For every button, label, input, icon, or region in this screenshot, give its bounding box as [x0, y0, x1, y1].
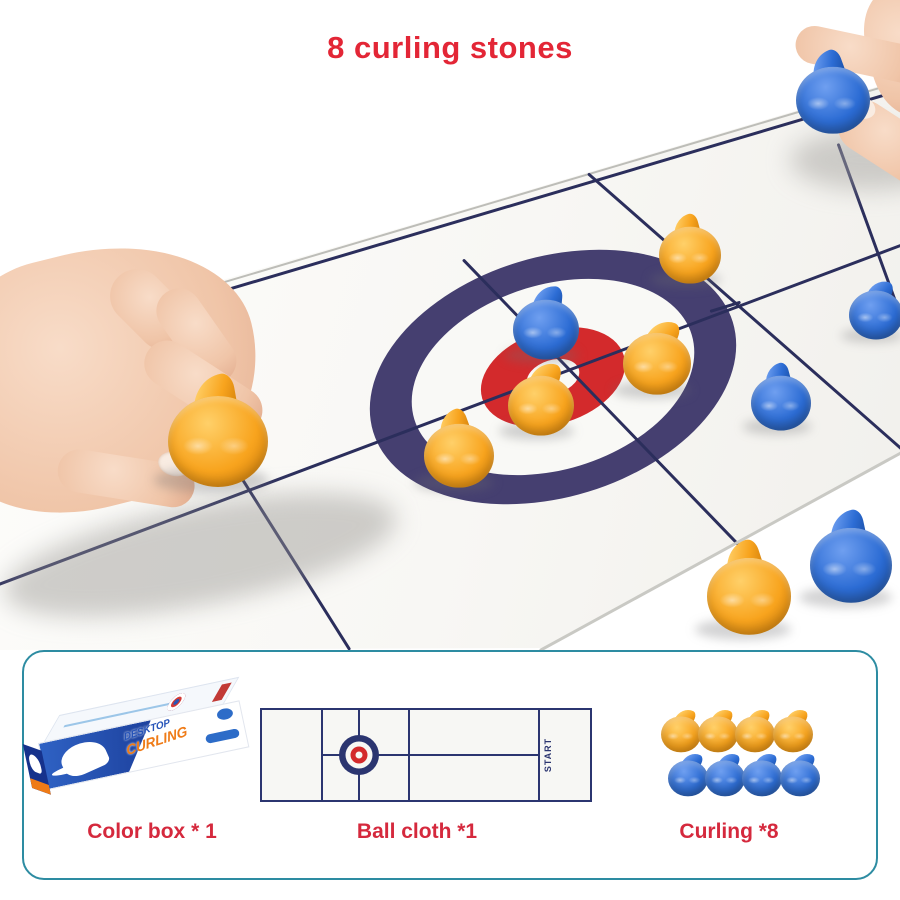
- stone-body: [707, 558, 791, 635]
- stone-body: [796, 66, 870, 134]
- box-target-logo-icon: [163, 691, 189, 713]
- page-title: 8 curling stones: [327, 30, 573, 65]
- blue-curling-stone: [503, 284, 579, 364]
- kit-panel: DESKTOP CURLING S: [22, 650, 878, 880]
- orange-curling-stone: [698, 705, 738, 753]
- stone-body: [168, 395, 268, 487]
- blue-curling-stone: [705, 749, 745, 797]
- blue-curling-stone: [798, 508, 892, 608]
- end-cap-orange-strip: [30, 778, 51, 795]
- orange-curling-stone: [498, 359, 574, 440]
- ball-cloth-image: START: [260, 708, 592, 802]
- cloth-center-line: [321, 754, 540, 756]
- stone-body: [661, 715, 701, 753]
- blue-curling-stone: [742, 749, 782, 797]
- stone-body: [508, 375, 574, 436]
- stone-body: [659, 227, 721, 284]
- cloth-start-text: START: [543, 737, 553, 773]
- ball-cloth-label: Ball cloth *1: [356, 820, 478, 843]
- orange-curling-stone: [661, 705, 701, 753]
- color-box-label: Color box * 1: [87, 820, 217, 843]
- stone-body: [705, 759, 745, 797]
- blue-curling-stone: [841, 276, 900, 343]
- orange-curling-stone: [154, 372, 268, 493]
- blue-curling-stone: [742, 361, 811, 435]
- orange-curling-stone: [695, 537, 791, 640]
- box-blue-oval-badge: [215, 707, 234, 722]
- curling-stones-label: Curling *8: [679, 820, 779, 843]
- cloth-target-center: [355, 751, 363, 759]
- blue-curling-stone: [780, 749, 820, 797]
- stone-body: [780, 759, 820, 797]
- blue-curling-stone: [668, 749, 708, 797]
- stone-body: [751, 375, 811, 431]
- orange-curling-stone: [414, 406, 494, 492]
- blue-curling-stone: [796, 47, 870, 134]
- color-box-image: DESKTOP CURLING: [22, 675, 256, 808]
- stone-body: [668, 759, 708, 797]
- stone-body: [623, 332, 691, 395]
- orange-curling-stone: [735, 705, 775, 753]
- orange-curling-stone: [650, 211, 721, 288]
- stone-body: [849, 290, 900, 340]
- play-scene: [0, 0, 900, 650]
- stone-body: [810, 528, 892, 603]
- stone-body: [513, 299, 579, 360]
- stone-body: [735, 715, 775, 753]
- orange-curling-stone: [613, 315, 691, 399]
- box-blue-pill: [204, 728, 241, 744]
- stone-body: [698, 715, 738, 753]
- end-cap-figure-icon: [27, 752, 43, 775]
- stone-body: [742, 759, 782, 797]
- orange-curling-stone: [773, 705, 813, 753]
- box-red-square: [211, 682, 232, 703]
- stone-body: [424, 423, 494, 488]
- stone-body: [773, 715, 813, 753]
